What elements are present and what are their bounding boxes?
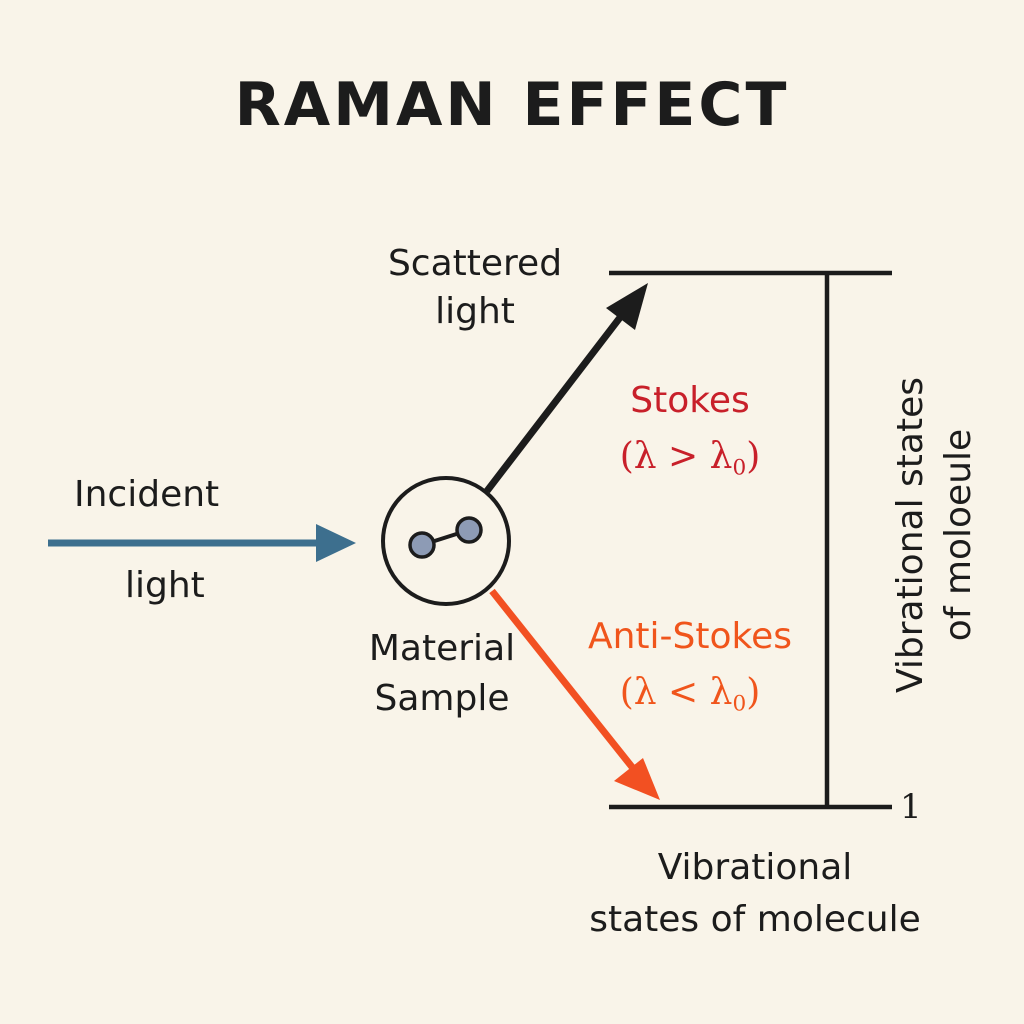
incident-light-label: Incident xyxy=(74,474,219,515)
vertical-label-line2: of moloeule xyxy=(938,428,979,642)
vibrational-states-vertical-label: Vibrational states of moloeule xyxy=(887,335,983,735)
material-sample-label: Material Sample xyxy=(342,624,542,724)
diagram-title: RAMAN EFFECT xyxy=(234,70,790,140)
scattered-label-line2: light xyxy=(435,291,515,332)
incident-label-line2: light xyxy=(125,565,205,606)
incident-light-label-line2: light xyxy=(125,565,205,606)
bottom-label-line1: Vibrational xyxy=(657,847,853,888)
stokes-relation: (λ > λ0) xyxy=(619,436,761,481)
vibrational-states-bottom-label: Vibrational states of molecule xyxy=(555,842,955,946)
incident-label-line1: Incident xyxy=(74,474,220,515)
sample-label-line1: Material xyxy=(368,628,516,669)
molecule-icon xyxy=(408,516,483,559)
incident-light-arrow xyxy=(48,524,356,562)
stokes-name: Stokes xyxy=(630,380,750,421)
scattered-label-line1: Scattered xyxy=(387,243,563,284)
anti-stokes-relation: (λ < λ0) xyxy=(619,672,761,717)
anti-stokes-name: Anti-Stokes xyxy=(587,616,792,657)
anti-stokes-label: Anti-Stokes (λ < λ0) xyxy=(565,609,815,732)
level-number-label: 1 xyxy=(900,787,922,827)
bottom-label-line2: states of molecule xyxy=(589,899,921,940)
sample-label-line2: Sample xyxy=(374,678,510,719)
anti-stokes-arrow xyxy=(489,588,660,800)
stokes-label: Stokes (λ > λ0) xyxy=(580,373,800,496)
scattered-light-label: Scattered light xyxy=(370,240,580,336)
scattered-light-arrow xyxy=(484,283,648,494)
material-sample-circle xyxy=(381,476,511,606)
vertical-label-line1: Vibrational states xyxy=(890,377,931,693)
